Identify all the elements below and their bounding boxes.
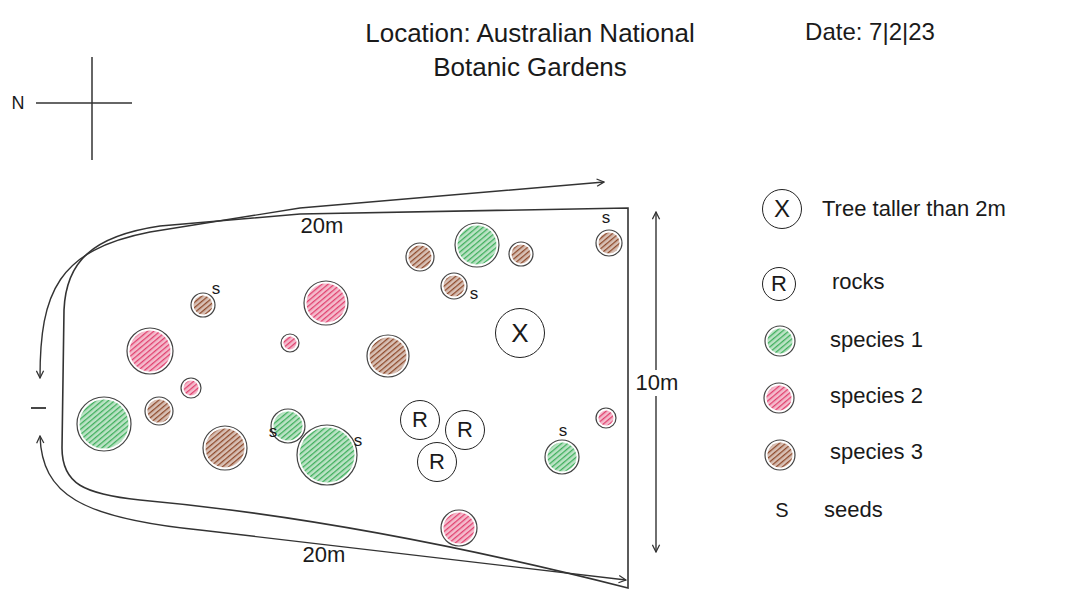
seed-mark: s [557, 421, 570, 441]
legend-swatch [768, 443, 793, 468]
plant-symbol [441, 273, 467, 299]
legend-text: species 1 [830, 327, 923, 353]
plant-outline [191, 293, 215, 317]
rock-symbol: R [400, 400, 440, 440]
compass-line [36, 102, 132, 104]
plant-symbol [367, 335, 409, 377]
symbol-letter: R [771, 273, 787, 295]
plant-symbol [145, 397, 173, 425]
plant-outline [441, 273, 467, 299]
plant-outline [297, 425, 357, 485]
plant-fill [206, 429, 245, 468]
plant-fill [548, 443, 577, 472]
plant-fill [444, 513, 475, 544]
seed-mark: s [267, 422, 280, 442]
symbol-letter: X [774, 197, 790, 221]
plant-symbol [596, 230, 622, 256]
plant-symbol [455, 223, 499, 267]
plant-symbol [406, 243, 434, 271]
plant-symbol [77, 397, 131, 451]
symbol-letter: R [457, 419, 473, 441]
dimension-label: 20m [299, 213, 346, 239]
plant-outline [441, 510, 477, 546]
plant-fill [409, 246, 432, 269]
plant-fill [148, 400, 171, 423]
plot-boundary [62, 208, 628, 588]
plant-symbol [181, 378, 201, 398]
plant-symbol [127, 328, 173, 374]
symbol-letter: R [429, 451, 445, 473]
plant-symbol [441, 510, 477, 546]
plant-outline [545, 440, 579, 474]
seed-mark: s [210, 279, 223, 299]
plant-fill [184, 381, 199, 396]
plant-outline [203, 426, 247, 470]
symbol-letter: X [511, 320, 528, 346]
seed-mark: s [600, 208, 613, 228]
plant-outline [596, 408, 616, 428]
entrance-mark [31, 407, 46, 409]
symbol-letter: R [412, 409, 428, 431]
plant-symbol [545, 440, 579, 474]
legend-swatch [768, 329, 793, 354]
dimension-label: 20m [301, 542, 348, 568]
seed-mark: s [352, 431, 365, 451]
dimension-arrow [40, 182, 604, 378]
plant-outline [304, 281, 348, 325]
plant-fill [284, 337, 297, 350]
plant-symbol [297, 425, 357, 485]
plant-fill [80, 400, 129, 449]
plant-symbol [191, 293, 215, 317]
plant-fill [307, 284, 346, 323]
tree-symbol: X [495, 308, 545, 358]
plant-outline [181, 378, 201, 398]
plant-fill [130, 331, 171, 372]
plant-outline [509, 242, 533, 266]
legend-text: rocks [832, 269, 885, 295]
legend-tree-symbol: X [762, 189, 802, 229]
legend-symbol: S [773, 498, 790, 522]
plant-symbol [509, 242, 533, 266]
legend-text: species 3 [830, 439, 923, 465]
plant-fill [599, 411, 614, 426]
plant-outline [281, 334, 299, 352]
seed-mark: s [468, 284, 481, 304]
plant-fill [300, 428, 355, 483]
north-label: N [10, 93, 27, 115]
legend-swatch [767, 386, 792, 411]
plant-outline [77, 397, 131, 451]
swatch-outline [765, 326, 795, 356]
plant-symbol [596, 408, 616, 428]
plant-fill [444, 276, 465, 297]
plant-outline [596, 230, 622, 256]
legend-text: Tree taller than 2m [822, 196, 1006, 222]
plant-fill [458, 226, 497, 265]
plant-symbol [304, 281, 348, 325]
rock-symbol: R [445, 410, 485, 450]
swatch-outline [765, 440, 795, 470]
dimension-label: 10m [634, 370, 681, 396]
plant-fill [512, 245, 531, 264]
date-label: Date: 7|2|23 [803, 18, 937, 47]
map-title: Location: Australian National Botanic Ga… [325, 16, 735, 84]
plant-outline [367, 335, 409, 377]
rock-symbol: R [417, 442, 457, 482]
plant-symbol [281, 334, 299, 352]
plant-fill [274, 412, 303, 441]
plant-outline [145, 397, 173, 425]
plant-outline [455, 223, 499, 267]
plant-fill [194, 296, 213, 315]
legend-text: seeds [824, 497, 883, 523]
legend-rock-symbol: R [762, 267, 796, 301]
plant-fill [599, 233, 620, 254]
plant-outline [406, 243, 434, 271]
plant-fill [370, 338, 407, 375]
legend-text: species 2 [830, 383, 923, 409]
swatch-outline [764, 383, 794, 413]
plant-outline [127, 328, 173, 374]
compass-line [91, 57, 93, 160]
plant-symbol [203, 426, 247, 470]
